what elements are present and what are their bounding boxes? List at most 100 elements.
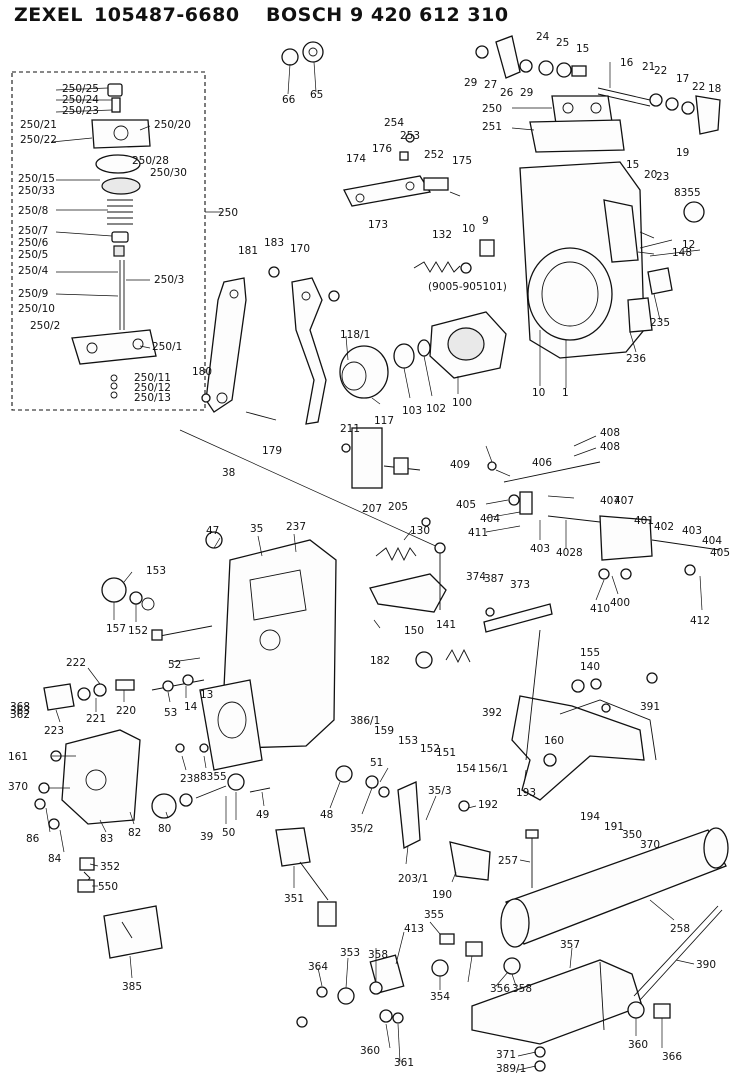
lower-bolts-drawing <box>151 743 271 819</box>
callout-label: 404 <box>702 535 722 547</box>
callout-label: 374 <box>466 571 486 583</box>
callout-label: 358 <box>368 949 388 961</box>
callout-label: 155 <box>580 647 600 659</box>
callout-label: 150 <box>404 625 424 637</box>
callout-label: 14 <box>184 701 198 713</box>
callout-label: 103 <box>402 405 422 417</box>
callout-label: 157 <box>106 623 126 635</box>
bracket-361-drawing <box>471 959 643 1045</box>
callout-label: 409 <box>450 459 470 471</box>
cylinder-364-drawing <box>500 827 729 948</box>
callout-label: 132 <box>432 229 452 241</box>
callout-label: 235 <box>650 317 670 329</box>
callout-labels: 250/25250/24250/23250/21250/22250/20250/… <box>8 31 730 1075</box>
callout-label: 360 <box>628 1039 648 1051</box>
callout-label: 4028 <box>556 547 583 559</box>
callout-label: 405 <box>456 499 476 511</box>
bearing-117-drawing <box>339 339 431 399</box>
callout-label: 357 <box>560 939 580 951</box>
spring-130-drawing <box>375 517 431 562</box>
link-373-drawing <box>483 603 553 633</box>
callout-label: 194 <box>580 811 600 823</box>
maker-name: ZEXEL <box>14 4 83 26</box>
callout-label: 8355 <box>200 771 227 783</box>
callout-label: 250/23 <box>62 105 99 117</box>
callout-label: 183 <box>264 237 284 249</box>
bolt-52-drawing <box>151 625 213 641</box>
callout-label: 181 <box>238 245 258 257</box>
callout-label: 23 <box>656 171 669 183</box>
lever-191-drawing <box>511 629 658 801</box>
callout-label: 250/20 <box>154 119 191 131</box>
callout-label: 29 <box>520 87 533 99</box>
callout-label: 254 <box>384 117 404 129</box>
callout-label: 355 <box>424 909 444 921</box>
spring-132-drawing <box>413 239 495 274</box>
callout-label: 180 <box>192 366 212 378</box>
callout-label: 176 <box>372 143 392 155</box>
callout-label: 21 <box>642 61 655 73</box>
callout-label: 385 <box>122 981 142 993</box>
callout-label: 391 <box>640 701 660 713</box>
callout-label: 250/22 <box>20 134 57 146</box>
callout-label: 405 <box>710 547 730 559</box>
callout-label: 221 <box>86 713 106 725</box>
callout-label: 203/1 <box>398 873 428 885</box>
callout-label: 53 <box>164 707 177 719</box>
callout-label: 250/11 <box>134 372 171 384</box>
shaft-assembly-drawing <box>597 87 721 135</box>
callout-label: 10 <box>532 387 545 399</box>
callout-label: 250/33 <box>18 185 55 197</box>
callout-label: 373 <box>510 579 530 591</box>
callout-label: 403 <box>682 525 702 537</box>
callout-label: 29 <box>464 77 477 89</box>
callout-label: 15 <box>576 43 589 55</box>
screw-257-258-drawing <box>77 857 95 893</box>
callout-label: 35/2 <box>350 823 374 835</box>
callout-label: 411 <box>468 527 488 539</box>
callout-label: 140 <box>580 661 600 673</box>
callout-label: 148 <box>672 247 692 259</box>
pump-housing-drawing <box>519 161 705 359</box>
spring-140-drawing <box>415 648 471 669</box>
small-nut-washer-drawing <box>281 41 324 66</box>
callout-label: 250/7 <box>18 225 48 237</box>
callout-label: 12 <box>682 239 695 251</box>
governor-valve-subassembly-drawing <box>71 83 157 399</box>
callout-label: 412 <box>690 615 710 627</box>
callout-label: 80 <box>158 823 171 835</box>
callout-label: 250/8 <box>18 205 48 217</box>
callout-label: 400 <box>610 597 630 609</box>
callout-label: 408 <box>600 441 620 453</box>
callout-label: 222 <box>66 657 86 669</box>
rod-371-drawing <box>633 905 723 1001</box>
callout-label: 82 <box>128 827 141 839</box>
switch-550-drawing <box>275 827 337 927</box>
callout-label: 362 <box>10 709 30 721</box>
callout-label: 389/1 <box>496 1063 526 1075</box>
callout-label: 351 <box>284 893 304 905</box>
callout-label: 35 <box>250 523 263 535</box>
callout-label: 152 <box>420 743 440 755</box>
callout-label: 118/1 <box>340 329 370 341</box>
callout-label: 24 <box>536 31 550 43</box>
callout-label: 392 <box>482 707 502 719</box>
callout-label: 83 <box>100 833 113 845</box>
callout-label: 170 <box>290 243 310 255</box>
callout-label: 50 <box>222 827 235 839</box>
callout-label: 22 <box>654 65 667 77</box>
callout-label: 404 <box>480 513 500 525</box>
callout-label: 250/4 <box>18 265 49 277</box>
callout-label: 207 <box>362 503 382 515</box>
brand-name: BOSCH <box>266 4 343 26</box>
callout-label: 17 <box>676 73 689 85</box>
lever-190-drawing <box>397 781 491 881</box>
maker-part-number: 105487-6680 <box>94 4 240 26</box>
callout-label: 250/13 <box>134 392 171 404</box>
diagram-header: ZEXEL 105487-6680 BOSCH 9 420 612 310 <box>14 4 734 30</box>
callout-label: 402 <box>654 521 674 533</box>
callout-label: 48 <box>320 809 333 821</box>
callout-label: 250/3 <box>154 274 184 286</box>
callout-label: 401 <box>634 515 654 527</box>
callout-label: 250/9 <box>18 288 48 300</box>
